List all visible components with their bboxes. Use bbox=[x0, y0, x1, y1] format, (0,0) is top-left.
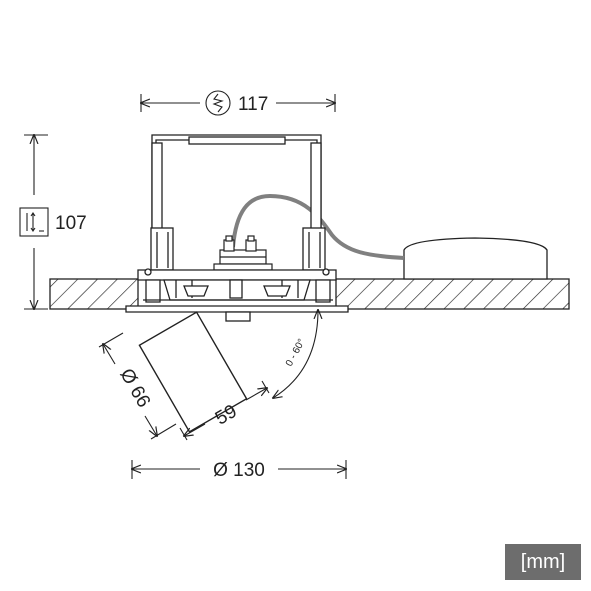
dimension-height-label: 107 bbox=[55, 213, 87, 234]
dimension-outer-diameter-label: Ø 130 bbox=[213, 460, 265, 481]
driver-box bbox=[403, 237, 548, 280]
dimension-cutout-width bbox=[141, 94, 335, 112]
spotlight-head bbox=[138, 311, 248, 433]
unit-badge: [mm] bbox=[505, 544, 581, 580]
dimension-head-diameter-label: Ø 66 bbox=[115, 365, 154, 411]
dimension-head-length bbox=[179, 380, 270, 441]
dimension-cutout-width-label: 117 bbox=[238, 94, 268, 115]
installation-height-icon bbox=[19, 207, 49, 237]
dimension-height bbox=[24, 135, 48, 309]
ceiling-cutout-icon bbox=[205, 90, 231, 116]
mounting-bracket bbox=[150, 134, 326, 271]
dimension-head-diameter bbox=[98, 332, 177, 440]
housing bbox=[125, 268, 349, 322]
dimension-outer-diameter bbox=[132, 460, 346, 479]
tilt-range-label: 0 - 60° bbox=[284, 337, 308, 368]
terminal-block bbox=[213, 235, 273, 271]
tilt-range-arc bbox=[273, 310, 318, 398]
cable bbox=[231, 193, 405, 260]
ceiling-section bbox=[49, 278, 570, 310]
